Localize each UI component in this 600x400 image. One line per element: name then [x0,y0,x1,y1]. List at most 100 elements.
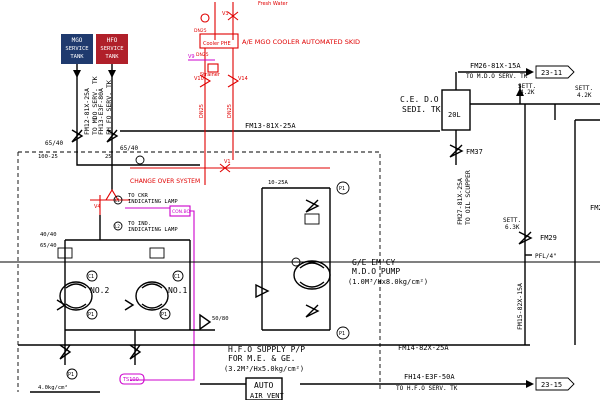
valve-icon [56,299,135,311]
pressure-tag: 4.0kg/cm² [38,384,68,391]
pump-number-label: NO.2 [90,286,109,295]
fm26-destination-label: TO M.D.O SERV. TK [466,73,528,80]
sett-value: 4.2K [520,89,535,96]
gauge-label: P1 [68,372,74,378]
gauge-icon [66,368,78,380]
valve-label: V4 [94,204,101,210]
valve-icon [71,129,84,143]
skid-tag: DN25 [227,104,233,118]
auto-air-vent [245,377,283,400]
gauge-icon [336,326,350,340]
lamp-icon [113,195,123,205]
gauge-icon [86,308,98,320]
hfo-supply-subtitle: FOR M.E. & GE. [228,354,295,363]
fh14-line-label: FH14-E3F-50A [404,373,455,381]
mdo-pump-spec: (1.0M³/Hx8.0kg/cm²) [348,278,428,286]
pipe-size-label: 40/40 [40,232,57,238]
indicating-lamp-label: INDICATING LAMP [128,227,178,233]
instrument-icon [200,13,210,23]
mdo-emergency-pump [293,260,331,290]
sedi-tank-title: C.E. D.O [400,95,439,104]
sett-value: 6.3K [505,224,520,231]
pipe-size-label: 100-25 [38,154,58,160]
valve-icon [219,163,231,173]
hfo-tank-label-3: TANK [105,54,119,60]
gauge-icon [135,155,145,165]
valve-icon [59,344,142,360]
indicating-lamp-label: INDICATING LAMP [128,199,178,205]
gauge-icon [159,308,171,320]
offpage-ref-23-11 [535,65,575,79]
lamp-label: L1 [115,198,120,203]
gauge-label: C1 [88,274,94,280]
valve-fm29-icon [518,231,533,245]
strainer-label: Strainer [200,72,221,78]
valve-label: V10 [194,76,204,82]
gauge-label: P1 [339,331,345,337]
gauge-label: P1 [88,312,94,318]
change-over-label: CHANGE OVER SYSTEM [130,178,200,185]
mgo-tank-label-2: SERVICE [65,46,88,52]
sett-label: SETT. [503,217,521,224]
skid-tag: DN25 [199,104,205,118]
sedimentation-tank [441,89,471,131]
ts100-box [119,373,145,385]
con-box-label: CON.BO [172,209,190,215]
auto-air-vent-label-2: AIR VENT [250,392,285,400]
offpage-ref-23-15 [535,377,575,391]
fh13-line-label: FH13-E3F-80A [97,88,105,135]
pump-number-label: NO.1 [168,286,187,295]
pipe-size-label: 50/80 [212,316,229,322]
fresh-water-label: Fresh Water [258,1,289,7]
mgo-cooler-skid: Fresh Water V3 Cooler PHE A/E MGO COOLER… [90,1,360,215]
valve-label: V14 [238,76,248,82]
offpage-ref-label: 23-11 [541,69,562,77]
mdo-pump-title: G/E EM'CY [352,258,396,267]
hfo-supply-title: H.F.O SUPPLY P/P [228,345,305,354]
pipe-size-label: 65/40 [120,145,138,152]
fm26-line-label: FM26-81X-15A [470,62,521,70]
fm13-line-label: FM13-81X-25A [245,122,296,130]
lamp-icon [113,221,123,231]
fh13-destination-label: FH FO SERV. TK [105,80,113,135]
pipe-size-label: 65/40 [40,243,57,249]
cooler-label: Cooler PHE [203,41,231,47]
gauge-icon [172,270,184,282]
valve-label: V1 [224,159,231,165]
fm15-line-label: FM15-82X-15A [516,283,524,330]
mgo-tank-label-3: TANK [70,54,84,60]
valve-icon [106,129,119,143]
mgo-service-tank: MGO SERVICE TANK [61,34,93,64]
sett-value: 4.2K [577,92,592,99]
ts100-label: TS100 [122,377,139,383]
strainer [207,63,219,73]
pipe-size-label: 25 [105,154,112,160]
hfo-tank-label-1: HFO [107,37,118,44]
gauge-icon [336,181,350,195]
fm12-destination-label: TO MDO SERV. TK [91,76,99,135]
cooler-phe [199,33,239,49]
fm12-line-label: FM12-81X-25A [83,88,91,135]
valve-fm37-icon [449,144,464,158]
fm14-line-label: FM14-82X-25A [398,344,449,352]
hfo-supply-pump-no1: C1 NO.1 P1 [135,247,187,320]
skid-title: A/E MGO COOLER AUTOMATED SKID [242,38,360,46]
skid-tag: DN25 [196,52,209,58]
strainer [304,213,320,225]
to-ckr-label: TO CKR [128,193,149,199]
fm2-label: FM2 [590,204,600,212]
gauge-icon [86,270,98,282]
hfo-tank-label-2: SERVICE [100,46,123,52]
valve-icon [199,74,240,88]
valve-label: V9 [188,54,195,60]
hfo-supply-pump-no2: C1 NO.2 P1 [57,247,109,320]
skid-tag: DN25 [194,28,207,34]
to-ind-label: TO IND. [128,221,151,227]
valve-icon [305,199,320,213]
valve-icon [305,304,320,318]
gauge-label: P1 [339,186,345,192]
valve-icon [227,11,239,21]
gauge-label: P1 [161,312,167,318]
gauge-label: C1 [174,274,180,280]
